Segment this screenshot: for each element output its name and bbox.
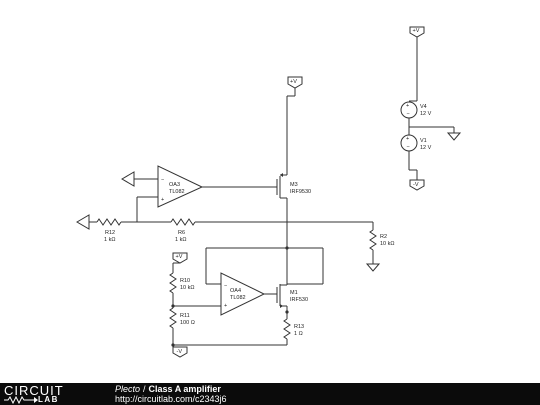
vplus-node-top[interactable]	[287, 76, 303, 89]
v1-minus-sign: −	[407, 144, 410, 150]
author-link[interactable]: Plecto	[115, 384, 141, 394]
r12-value: 1 kΩ	[104, 237, 115, 243]
logo-text-top: CIRCUIT	[4, 383, 64, 398]
separator: /	[143, 384, 146, 394]
v1-plus-sign: +	[406, 136, 409, 142]
vplus-node-right[interactable]	[409, 26, 425, 38]
r11-name: R11	[180, 313, 190, 319]
r12-resistor[interactable]	[96, 218, 122, 226]
r10-name: R10	[180, 278, 190, 284]
vplus-node-mid[interactable]	[172, 252, 188, 264]
r13-resistor[interactable]	[283, 318, 291, 340]
vminus-node-mid[interactable]	[172, 346, 188, 358]
m1-name: M1	[290, 290, 298, 296]
r11-resistor[interactable]	[169, 307, 177, 329]
m1-mosfet[interactable]	[276, 284, 287, 308]
r2-name: R2	[380, 234, 387, 240]
oa4-minus: −	[224, 283, 227, 289]
circuit-schematic: +V + − V4 12 V + − V1 12 V -V +V M3 IRF9…	[76, 26, 462, 358]
r10-resistor[interactable]	[169, 272, 177, 294]
logo-wave-icon	[4, 395, 38, 404]
r12-name: R12	[105, 230, 115, 236]
oa3-minus: −	[161, 177, 164, 183]
circuit-title: Class A amplifier	[148, 384, 221, 394]
supply-sources: +V + − V4 12 V + − V1 12 V -V	[400, 26, 462, 191]
circuit-url[interactable]: http://circuitlab.com/c2343j6	[115, 394, 227, 404]
m3-part: IRF9530	[290, 189, 311, 195]
vminus-label-mid: -V	[177, 349, 183, 355]
v4-minus-sign: −	[407, 111, 410, 117]
r13-name: R13	[294, 324, 304, 330]
ground-symbol	[365, 263, 381, 272]
v4-plus-sign: +	[406, 103, 409, 109]
circuitlab-logo[interactable]: CIRCUIT LAB	[4, 384, 96, 404]
oa4-opamp[interactable]	[220, 272, 266, 316]
m3-mosfet[interactable]	[276, 173, 287, 199]
v4-name: V4	[420, 104, 427, 110]
r6-resistor[interactable]	[170, 218, 196, 226]
m3-name: M3	[290, 182, 298, 188]
r6-value: 1 kΩ	[175, 237, 186, 243]
oa3-plus: +	[161, 197, 164, 203]
oa4-part: TL082	[230, 295, 246, 301]
vminus-label-right: -V	[413, 182, 419, 188]
r13-value: 1 Ω	[294, 331, 303, 337]
logo-text-bottom: LAB	[38, 395, 59, 404]
oa3-opamp[interactable]	[157, 165, 204, 208]
r10-value: 10 kΩ	[180, 285, 195, 291]
vplus-label-mid: +V	[176, 254, 183, 260]
oa3-input-arrow[interactable]	[121, 171, 135, 187]
oa4-name: OA4	[230, 288, 241, 294]
v1-value: 12 V	[420, 145, 432, 151]
r6-name: R6	[178, 230, 185, 236]
oa3-name: OA3	[169, 182, 180, 188]
r2-resistor[interactable]	[369, 229, 377, 251]
oa3-part: TL082	[169, 189, 185, 195]
v4-value: 12 V	[420, 111, 432, 117]
r2-value: 10 kΩ	[380, 241, 395, 247]
vplus-label-top: +V	[290, 79, 297, 85]
vplus-label-right: +V	[413, 28, 420, 34]
footer-bar: CIRCUIT LAB Plecto/Class A amplifier htt…	[0, 383, 540, 405]
v1-name: V1	[420, 138, 427, 144]
input-arrow[interactable]	[76, 214, 90, 230]
r11-value: 100 Ω	[180, 320, 195, 326]
m1-part: IRF530	[290, 297, 308, 303]
schematic-canvas[interactable]: +V + − V4 12 V + − V1 12 V -V +V M3 IRF9…	[0, 0, 540, 383]
oa4-plus: +	[224, 303, 227, 309]
footer-title-line: Plecto/Class A amplifier	[115, 384, 221, 395]
vminus-node-right[interactable]	[409, 179, 425, 191]
ground-symbol-right	[446, 132, 462, 141]
